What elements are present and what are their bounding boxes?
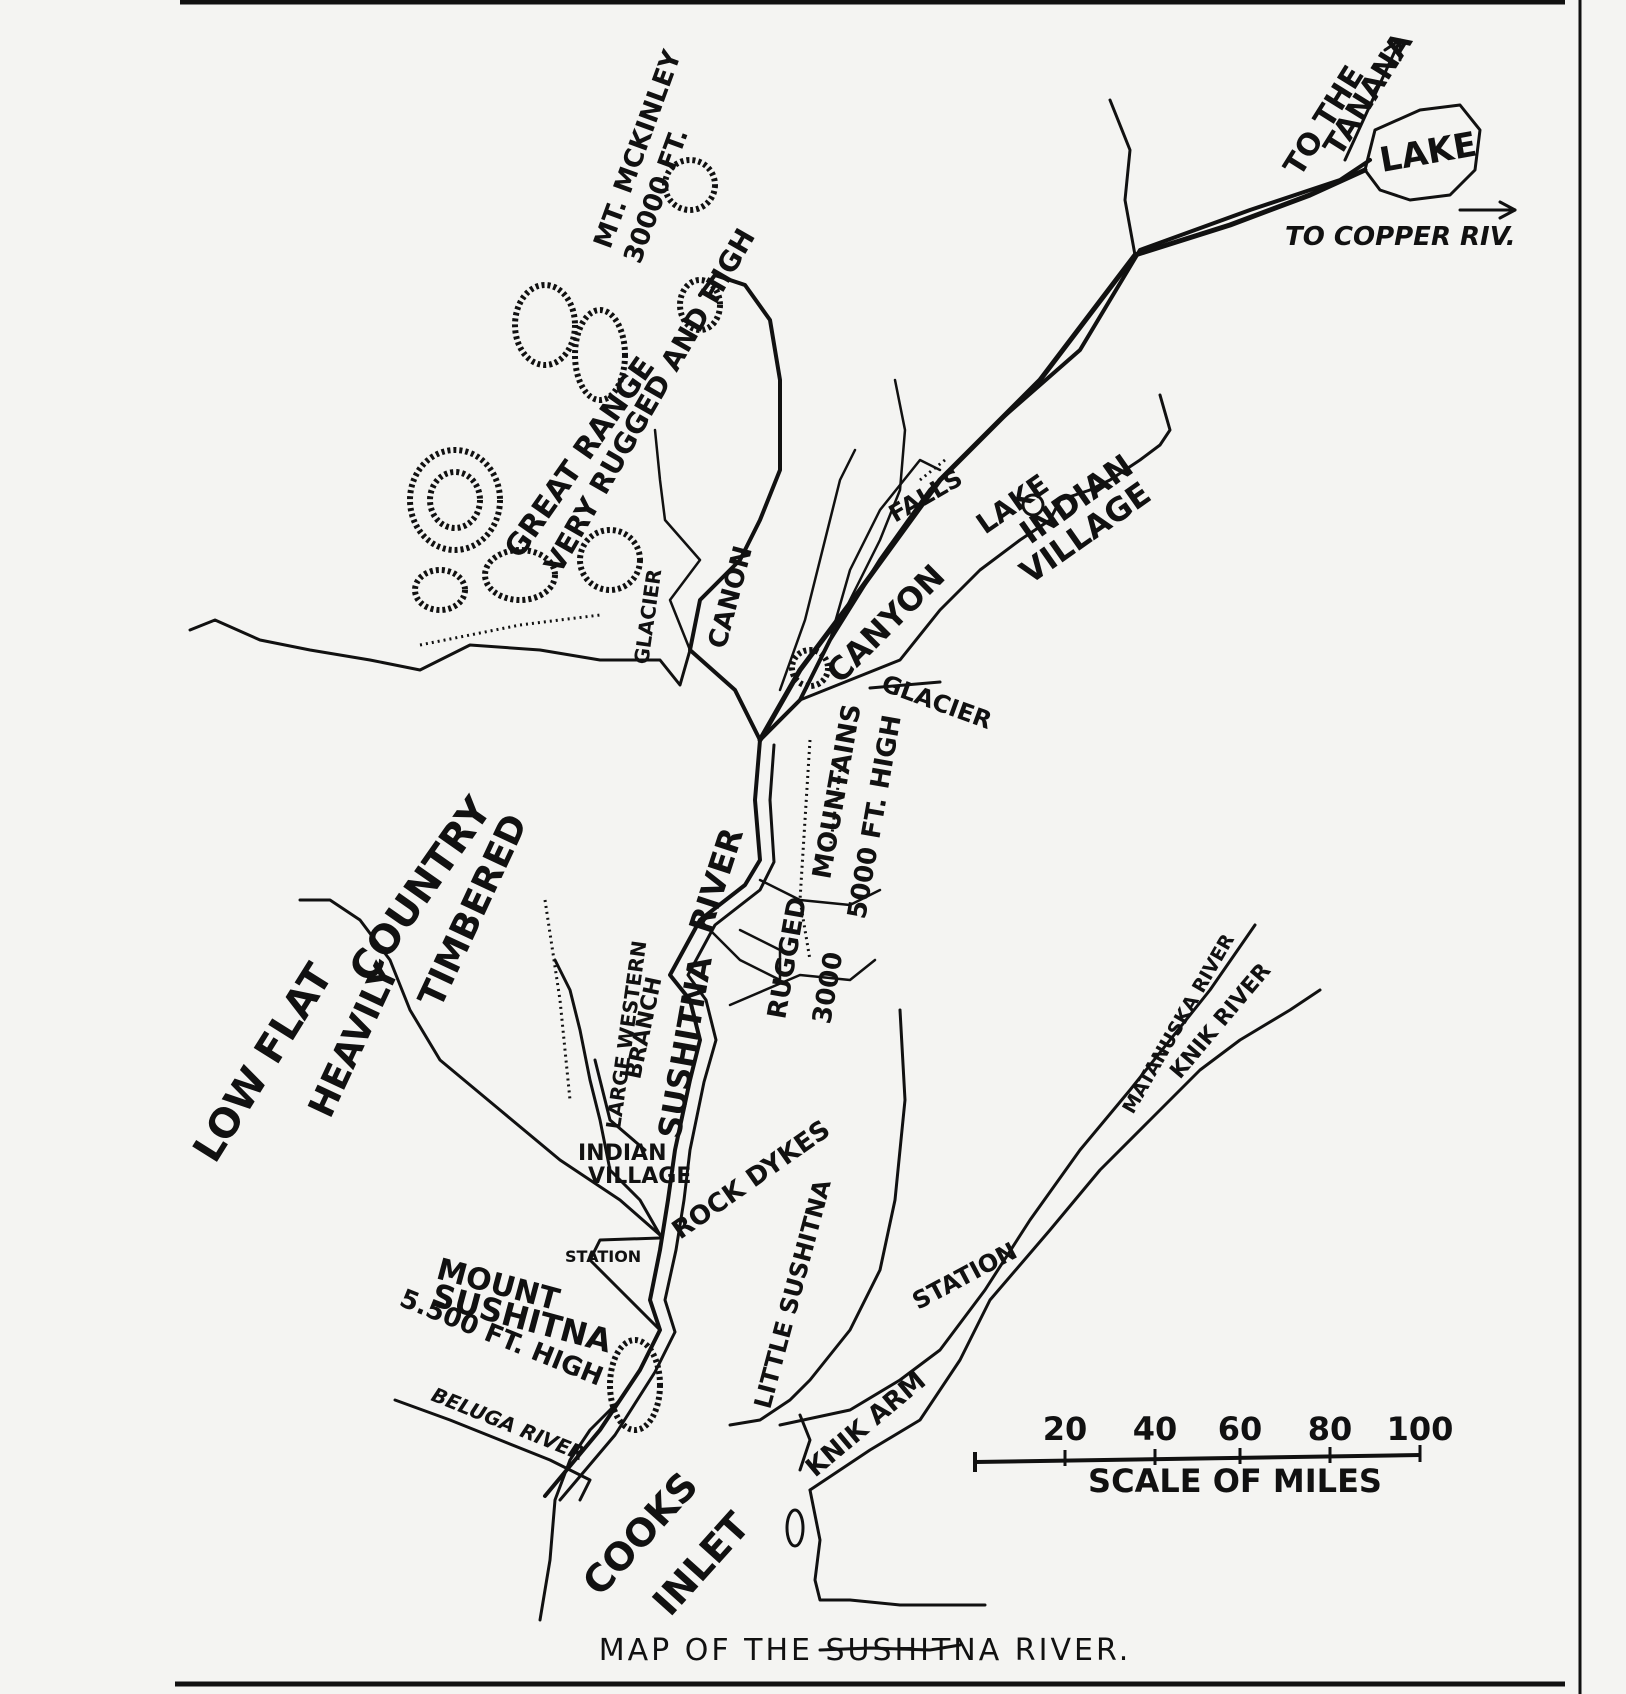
- label-indian-village-w-1: INDIAN: [578, 1141, 666, 1166]
- scale-tick-20: 20: [1043, 1410, 1088, 1448]
- label-glacier-w: GLACIER: [629, 567, 666, 665]
- scale-bar: 20 40 60 80 100 SCALE OF MILES: [973, 1410, 1454, 1500]
- label-to-copper: TO COPPER RIV.: [1285, 222, 1516, 252]
- label-station-e: STATION: [908, 1237, 1022, 1315]
- scale-tick-40: 40: [1133, 1410, 1178, 1448]
- label-lake-ne: LAKE: [1377, 125, 1480, 181]
- label-river: RIVER: [681, 823, 750, 937]
- scale-tick-80: 80: [1308, 1410, 1353, 1448]
- ridge-hatching: [419, 458, 946, 1101]
- label-beluga-river: BELUGA RIVER: [428, 1382, 588, 1465]
- falls-branches: [778, 378, 942, 692]
- west-branches: [298, 898, 662, 1237]
- adjacent-column-text: [1618, 0, 1626, 1694]
- beluga-river-line: [393, 1398, 592, 1502]
- glacier-east-line: [868, 680, 942, 690]
- label-indian-village-w-2: VILLAGE: [588, 1164, 691, 1189]
- arrow-to-tanana: [1343, 38, 1402, 162]
- northeast-lake: [1363, 103, 1482, 202]
- east-tributaries: [698, 878, 882, 1007]
- label-very-rugged: VERY RUGGED AND HIGH: [537, 223, 761, 579]
- sushitna-main-river: [543, 158, 1372, 1502]
- label-rugged-height: 3000: [807, 950, 849, 1026]
- upper-main-river: [757, 98, 1368, 743]
- canyon-branch: [758, 393, 1172, 742]
- label-rugged: RUGGED: [762, 895, 813, 1022]
- mount-sushitna-rivers: [538, 1236, 662, 1622]
- label-station-w: STATION: [565, 1247, 641, 1266]
- map-title: MAP OF THE SUSHITNA RIVER.: [599, 1633, 1132, 1668]
- canon-branch: [653, 273, 782, 742]
- arrow-to-copper: [1458, 200, 1517, 220]
- label-falls: FALLS: [884, 464, 967, 528]
- label-little-sushitna: LITTLE SUSHITNA: [749, 1176, 837, 1411]
- lake-east: [1021, 493, 1045, 517]
- scale-label: SCALE OF MILES: [1088, 1462, 1382, 1500]
- inlet-coast: [785, 1413, 987, 1652]
- scale-tick-60: 60: [1218, 1410, 1263, 1448]
- label-canon: CANON: [703, 543, 759, 652]
- knik-arm-lines: [778, 923, 1322, 1492]
- west-tributary: [188, 618, 692, 687]
- scale-tick-100: 100: [1387, 1410, 1454, 1448]
- little-sushitna-river: [728, 1008, 907, 1427]
- label-low-flat: LOW FLAT: [184, 955, 342, 1170]
- mountain-clusters: [407, 157, 831, 1433]
